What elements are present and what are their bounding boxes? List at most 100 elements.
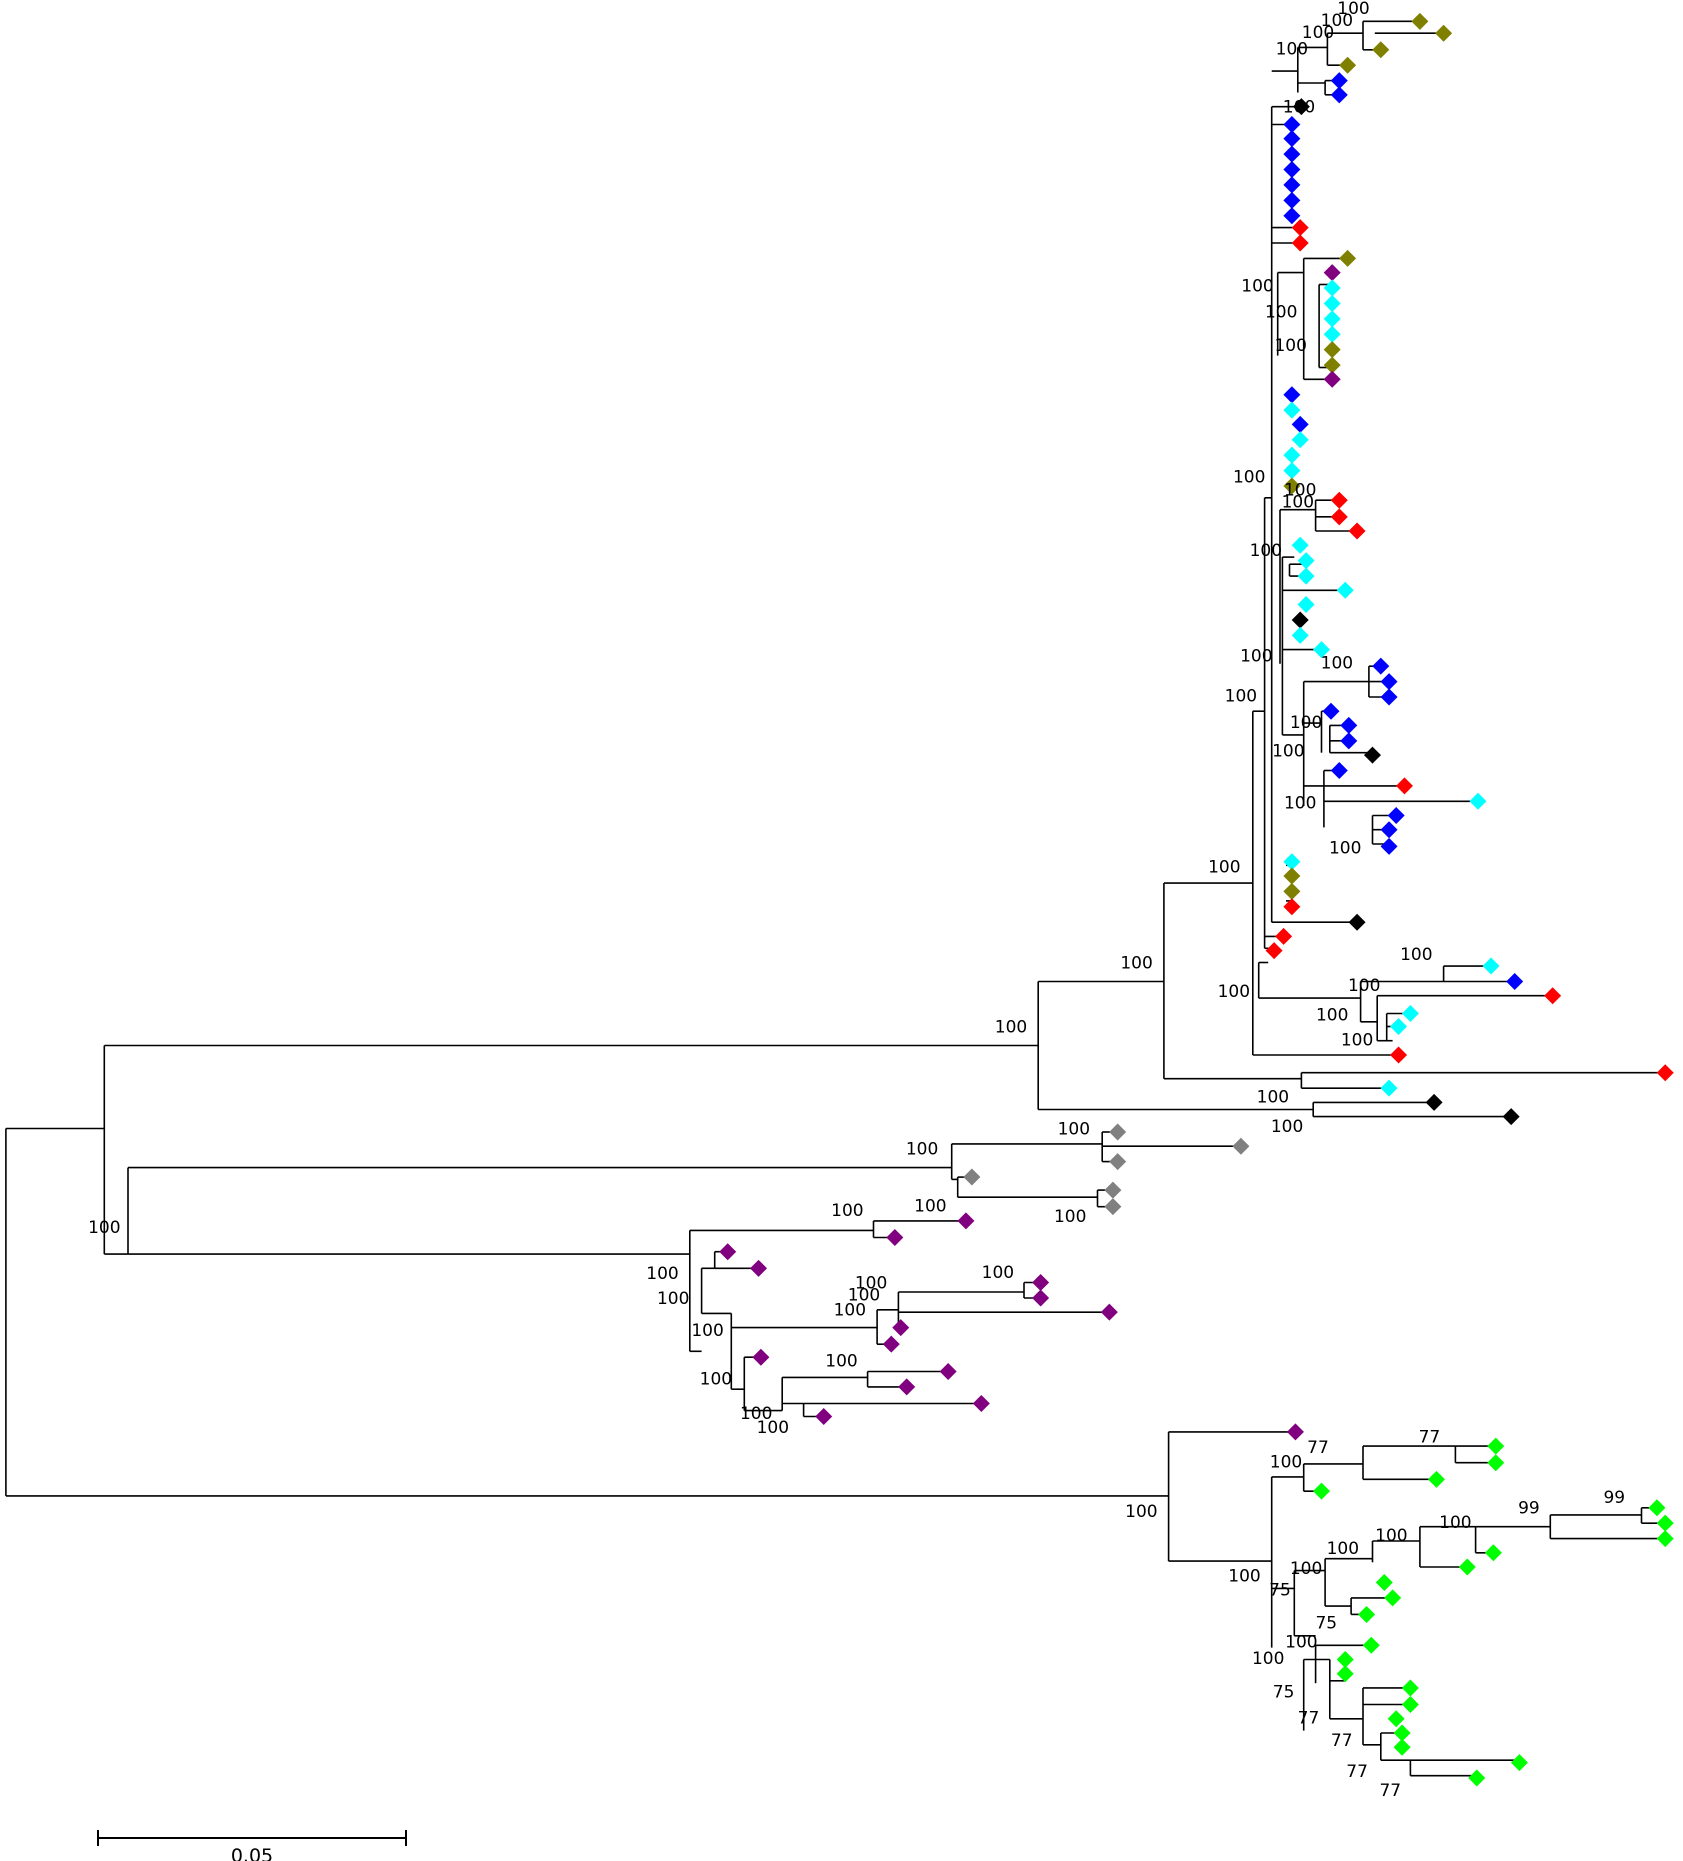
bootstrap-label: 100	[1400, 945, 1432, 965]
bootstrap-label: 100	[1257, 1087, 1289, 1107]
tip-marker-purple	[939, 1362, 957, 1380]
tip-marker-blue	[1380, 673, 1398, 691]
bootstrap-label: 100	[657, 1289, 689, 1309]
tip-marker-blue	[1340, 716, 1358, 734]
tip-marker-green	[1510, 1754, 1528, 1772]
bootstrap-label: 100	[1276, 40, 1308, 60]
bootstrap-label: 100	[646, 1264, 678, 1284]
tip-marker-red	[1291, 234, 1309, 252]
bootstrap-label: 100	[995, 1017, 1027, 1037]
tip-marker-purple	[886, 1229, 904, 1247]
tip-marker-cyan	[1283, 401, 1301, 419]
tip-marker-blue	[1330, 72, 1348, 90]
tip-marker-purple	[957, 1212, 975, 1230]
tip-marker-red	[1283, 898, 1301, 916]
tip-marker-cyan	[1323, 310, 1341, 328]
bootstrap-label: 100	[1120, 953, 1152, 973]
bootstrap-label: 100	[1321, 654, 1353, 674]
bootstrap-label: 75	[1269, 1581, 1291, 1601]
tip-marker-blue	[1283, 115, 1301, 133]
bootstrap-label: 100	[1054, 1207, 1086, 1227]
tip-marker-olive	[1435, 24, 1453, 42]
tip-marker-cyan	[1482, 957, 1500, 975]
tip-marker-black	[1291, 611, 1309, 629]
bootstrap-label: 100	[1321, 11, 1353, 31]
tip-marker-green	[1648, 1499, 1666, 1517]
bootstrap-label: 100	[1240, 646, 1272, 666]
tip-marker-cyan	[1323, 279, 1341, 297]
tip-marker-blue	[1330, 86, 1348, 104]
bootstrap-label: 100	[1302, 23, 1334, 43]
tip-marker-blue	[1387, 807, 1405, 825]
tip-marker-green	[1393, 1738, 1411, 1756]
tip-marker-purple	[1286, 1423, 1304, 1441]
tip-marker-green	[1484, 1544, 1502, 1562]
tip-marker-cyan	[1291, 536, 1309, 554]
bootstrap-label: 100	[1290, 1559, 1322, 1579]
tip-marker-blue	[1380, 821, 1398, 839]
tip-marker-blue	[1283, 161, 1301, 179]
bootstrap-label: 100	[1225, 687, 1257, 707]
bootstrap-label: 100	[825, 1352, 857, 1372]
tip-marker-gray	[1104, 1181, 1122, 1199]
tip-marker-blue	[1380, 837, 1398, 855]
tip-marker-cyan	[1336, 581, 1354, 599]
bootstrap-label: 100	[914, 1196, 946, 1216]
tip-marker-olive	[1411, 12, 1429, 30]
tip-marker-red	[1656, 1064, 1674, 1082]
tip-marker-cyan	[1291, 431, 1309, 449]
bootstrap-label: 100	[1233, 467, 1265, 487]
tip-marker-green	[1656, 1530, 1674, 1548]
bootstrap-label: 100	[1283, 98, 1315, 118]
tip-marker-black	[1363, 746, 1381, 764]
bootstrap-label: 100	[1327, 1539, 1359, 1559]
tip-marker-red	[1291, 219, 1309, 237]
bootstrap-label: 100	[1282, 492, 1314, 512]
bootstrap-label: 100	[848, 1285, 880, 1305]
bootstrap-label: 100	[1241, 277, 1273, 297]
tip-marker-purple	[719, 1243, 737, 1261]
bootstrap-label: 100	[1125, 1502, 1157, 1522]
tip-marker-cyan	[1283, 462, 1301, 480]
bootstrap-label: 100	[1208, 857, 1240, 877]
tip-marker-gray	[1232, 1137, 1250, 1155]
bootstrap-label: 100	[1341, 1031, 1373, 1051]
tip-marker-blue	[1283, 176, 1301, 194]
bootstrap-label: 100	[1274, 336, 1306, 356]
bootstrap-label: 100	[1284, 481, 1316, 501]
tip-marker-cyan	[1297, 567, 1315, 585]
tip-marker-cyan	[1469, 792, 1487, 810]
tip-marker-purple	[882, 1335, 900, 1353]
tip-marker-blue	[1291, 415, 1309, 433]
bootstrap-label: 100	[1218, 982, 1250, 1002]
tip-marker-cyan	[1291, 626, 1309, 644]
bootstrap-label: 99	[1603, 1488, 1625, 1508]
bootstrap-label: 100	[740, 1404, 772, 1424]
scale-bar-label: 0.05	[231, 1845, 273, 1861]
bootstrap-label: 100	[906, 1140, 938, 1160]
scale-bar: 0.05	[97, 1830, 407, 1861]
bootstrap-label: 77	[1419, 1428, 1441, 1448]
tip-marker-red	[1275, 927, 1293, 945]
tip-marker-blue	[1283, 207, 1301, 225]
tip-marker-purple	[1100, 1303, 1118, 1321]
tip-marker-cyan	[1313, 641, 1331, 659]
bootstrap-label: 99	[1518, 1499, 1540, 1519]
tip-marker-olive	[1283, 477, 1301, 495]
tip-marker-black	[1348, 913, 1366, 931]
tip-marker-green	[1427, 1470, 1445, 1488]
bootstrap-label: 100	[1348, 976, 1380, 996]
tip-marker-cyan	[1283, 853, 1301, 871]
bootstrap-label: 100	[1316, 1006, 1348, 1026]
bootstrap-label: 75	[1273, 1682, 1295, 1702]
tree-branches	[5, 20, 1666, 1777]
bootstrap-label: 100	[834, 1301, 866, 1321]
tip-marker-olive	[1339, 249, 1357, 267]
tip-marker-purple	[898, 1378, 916, 1396]
tip-marker-green	[1384, 1589, 1402, 1607]
tip-marker-blue	[1330, 761, 1348, 779]
tip-marker-blue	[1340, 732, 1358, 750]
bootstrap-label: 100	[1250, 541, 1282, 561]
tip-marker-red	[1544, 987, 1562, 1005]
tip-marker-gray	[963, 1168, 981, 1186]
